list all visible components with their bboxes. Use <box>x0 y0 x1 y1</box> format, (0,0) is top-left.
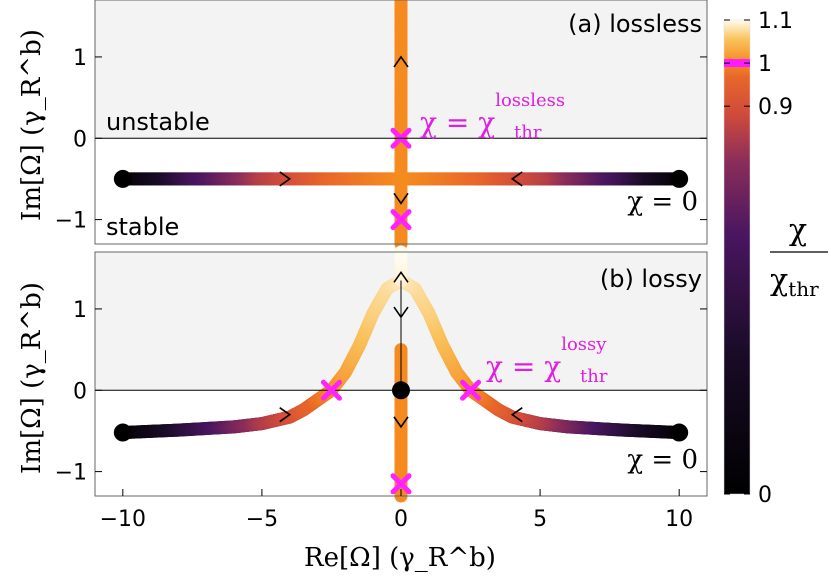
colorbar-tick-label: 0.9 <box>758 95 793 120</box>
region-label-unstable: unstable <box>106 108 210 136</box>
y-tick-label: 0 <box>73 127 87 152</box>
region-label-stable: stable <box>106 213 179 241</box>
direction-arrow <box>393 416 409 429</box>
panel-lossless: −1 0 1 (a) lossless unstable stable χ = χl… <box>55 0 708 251</box>
direction-arrow <box>510 171 523 187</box>
y-tick-label: 1 <box>73 298 87 323</box>
colorbar-label-numerator: χ <box>789 213 807 248</box>
direction-arrow <box>393 192 409 205</box>
colorbar-tick-label: 1.1 <box>758 9 793 34</box>
y-tick-label: −1 <box>55 209 87 234</box>
x-tick-label: −5 <box>246 507 278 532</box>
direction-arrows-lossless <box>279 55 523 205</box>
threshold-markers-lossy <box>320 379 482 495</box>
x-tick-label: −10 <box>100 507 146 532</box>
colorbar: 0 0.9 1 1.1 χ χthr <box>723 9 828 508</box>
start-point <box>392 381 410 400</box>
y-tick-label: 0 <box>73 379 87 404</box>
start-point <box>670 423 689 442</box>
threshold-marker <box>390 209 412 231</box>
start-points-lossless <box>113 169 689 188</box>
y-tick-label: −1 <box>55 461 87 486</box>
axes-frame-lossless <box>94 0 708 245</box>
panel-label-lossy: (b) lossy <box>600 265 702 293</box>
colorbar-label-denominator: χthr <box>770 263 819 301</box>
y-axis-label-lossless: Im[Ω] (γ_R^b) <box>17 29 47 221</box>
y-ticks-lossless: −1 0 1 <box>55 46 707 234</box>
direction-arrow <box>279 171 292 187</box>
start-point <box>670 169 689 188</box>
x-axis-label: Re[Ω] (γ_R^b) <box>304 543 496 573</box>
colorbar-tick-label: 0 <box>758 483 772 508</box>
threshold-marker <box>390 473 412 495</box>
direction-arrow <box>510 407 523 423</box>
direction-arrow <box>279 407 292 423</box>
colorbar-ticks: 0 0.9 1 1.1 <box>724 9 793 508</box>
chi-zero-label-lossless: χ = 0 <box>627 187 698 217</box>
x-tick-label: 0 <box>394 507 408 532</box>
chi-zero-label-lossy: χ = 0 <box>627 445 698 475</box>
colorbar-threshold-marker <box>724 59 750 68</box>
direction-arrow <box>393 55 409 68</box>
y-ticks-lossy: −1 0 1 <box>55 298 707 486</box>
y-tick-label: 1 <box>73 46 87 71</box>
threshold-marker <box>320 379 342 401</box>
start-point <box>113 169 132 188</box>
panel-label-lossless: (a) lossless <box>568 10 702 38</box>
direction-arrow <box>393 270 409 283</box>
direction-arrows-lossy <box>279 270 523 429</box>
y-axis-label-lossy: Im[Ω] (γ_R^b) <box>17 282 47 474</box>
x-tick-label: 5 <box>533 507 547 532</box>
colorbar-gradient <box>723 19 751 495</box>
x-tick-label: 10 <box>665 507 693 532</box>
start-points-lossy <box>113 381 689 442</box>
threshold-marker <box>460 379 482 401</box>
x-ticks: −10 −5 0 5 10 <box>100 489 693 532</box>
start-point <box>113 423 132 442</box>
colorbar-tick-label: 1 <box>758 52 772 77</box>
